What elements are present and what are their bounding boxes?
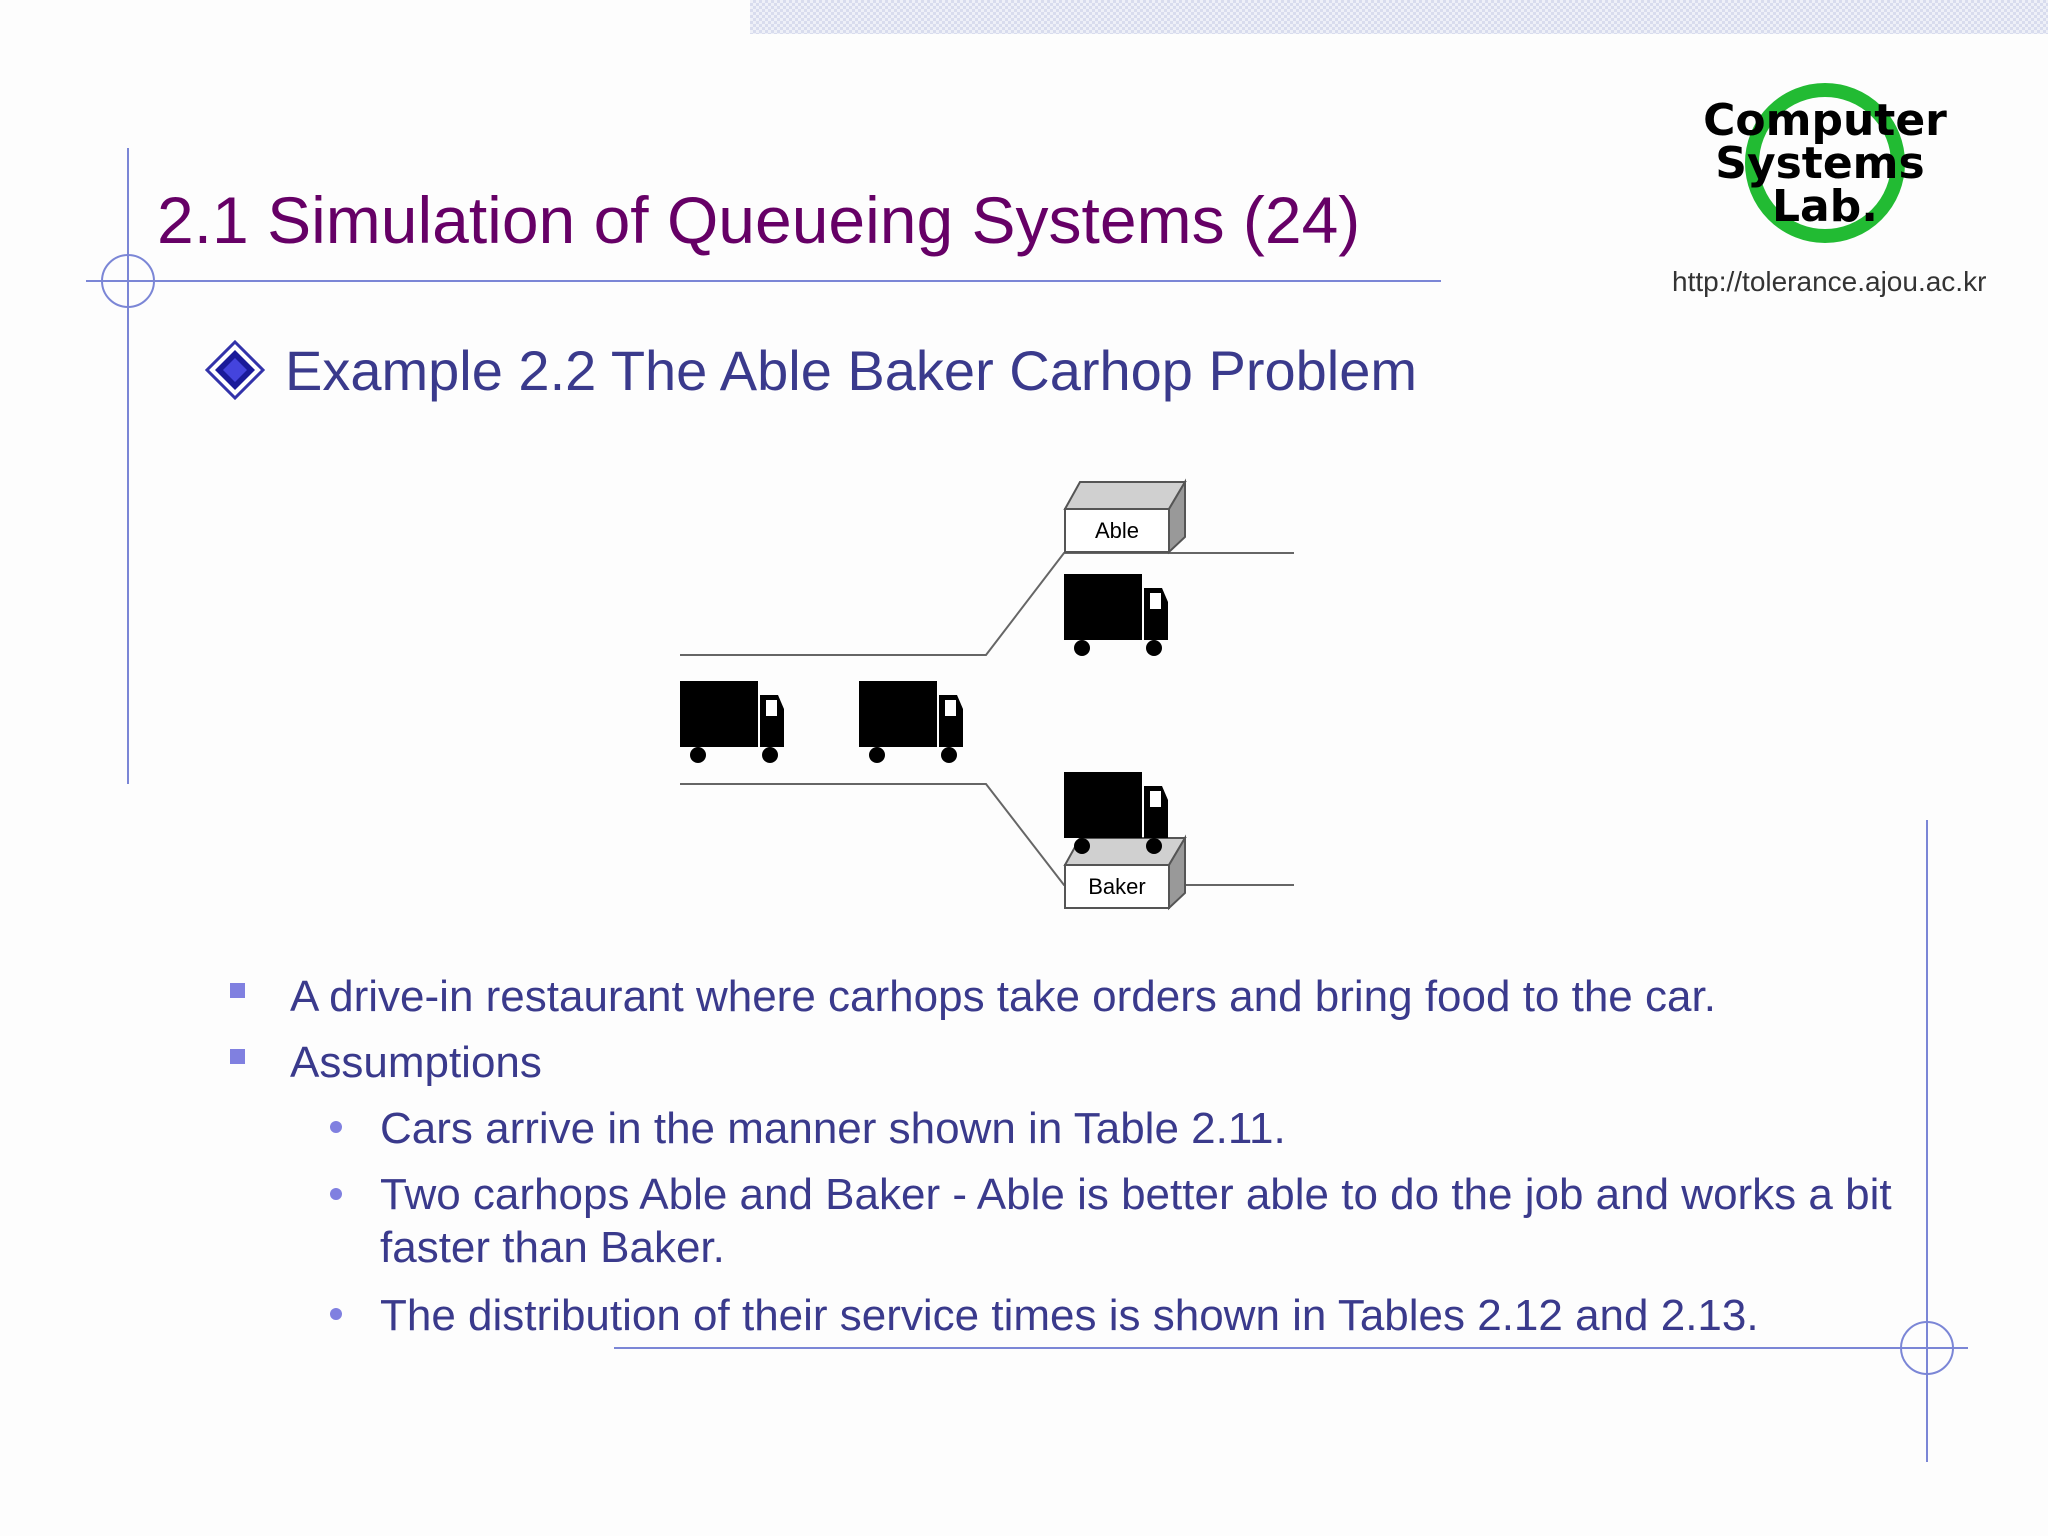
server-baker-label: Baker [1088,874,1145,899]
top-pattern-band [750,0,2048,34]
round-bullet-icon [330,1188,342,1200]
truck-icon-queue-2 [859,681,963,763]
frame-line-left-vertical [127,148,129,784]
round-bullet-icon [330,1121,342,1133]
server-able-label: Able [1095,518,1139,543]
frame-crosshair-top-left [101,254,155,308]
square-bullet-icon [230,1049,245,1064]
truck-icon-served-able [1064,574,1168,656]
lab-url: http://tolerance.ajou.ac.kr [1672,266,1987,297]
sub-bullet-item: The distribution of their service times … [380,1291,1759,1340]
truck-icon-queue-1 [680,681,784,763]
frame-line-title-underline [86,280,1441,282]
logo-line-2: Systems [1715,138,1924,189]
logo-line-1: Computer [1703,95,1947,146]
bullet-item: A drive-in restaurant where carhops take… [290,972,1716,1021]
frame-crosshair-bottom-right [1900,1321,1954,1375]
server-able-box: Able [1063,478,1187,555]
slide-subtitle: Example 2.2 The Able Baker Carhop Proble… [285,339,1418,402]
carhop-queue-diagram: Able Baker [680,478,1294,911]
lab-logo: Computer Systems Lab. [1703,83,1947,243]
frame-line-bottom [614,1347,1968,1349]
frame-line-right-vertical [1926,820,1928,1462]
sub-bullet-item: Cars arrive in the manner shown in Table… [380,1104,1286,1153]
diamond-bullet-icon [205,340,265,400]
slide-title: 2.1 Simulation of Queueing Systems (24) [157,183,1361,257]
square-bullet-icon [230,983,245,998]
bullet-item: Assumptions [290,1038,542,1087]
logo-line-3: Lab. [1772,181,1878,232]
round-bullet-icon [330,1308,342,1320]
sub-bullet-item: Two carhops Able and Baker - Able is bet… [380,1170,1892,1272]
